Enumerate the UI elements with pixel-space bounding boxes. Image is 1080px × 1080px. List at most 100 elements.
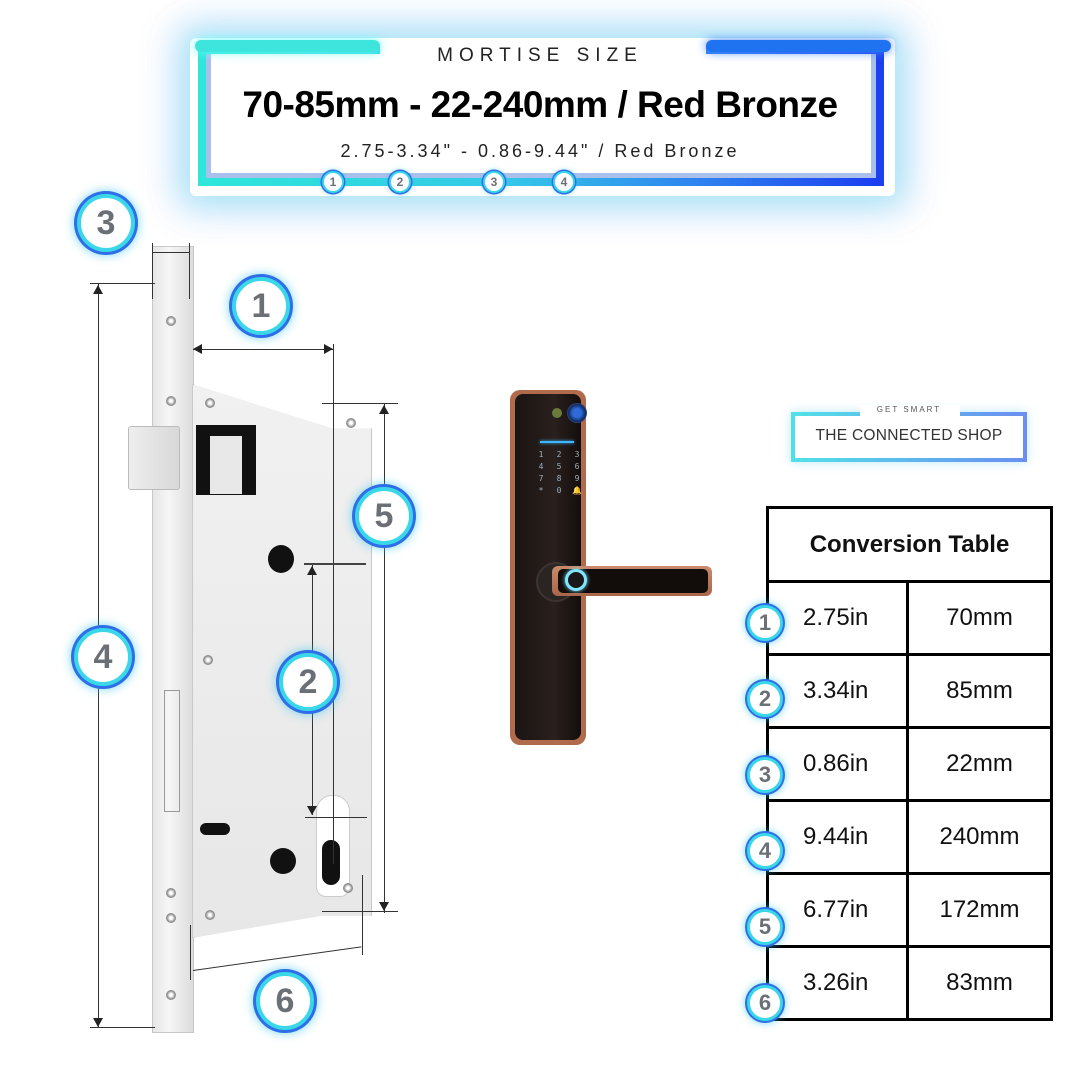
dim6-ext-right (362, 875, 363, 955)
dim4-ext-bottom (90, 1027, 155, 1028)
key: 7 (538, 474, 544, 483)
fingerprint-sensor-icon (565, 569, 587, 591)
key: 0 (556, 486, 562, 495)
dim3-ext-right (189, 243, 190, 299)
dim2-ext-top (304, 563, 366, 565)
arrow-down-icon (379, 902, 389, 911)
page-subtitle: 2.75-3.34" - 0.86-9.44" / Red Bronze (340, 141, 740, 161)
arrow-up-icon (307, 566, 317, 575)
dim5-ext-bottom (322, 911, 398, 912)
table-row: 6.77in 172mm (766, 872, 1053, 948)
camera-icon (567, 403, 587, 423)
header-frame-gap (380, 40, 706, 62)
logo-text: THE CONNECTED SHOP (815, 427, 1003, 444)
header-badge-1: 1 (322, 171, 344, 193)
header-badge-3: 3 (483, 171, 505, 193)
header-badge-2: 2 (389, 171, 411, 193)
latch-mechanism (210, 436, 242, 494)
conversion-table: Conversion Table 2.75in 70mm 3.34in 85mm… (766, 506, 1053, 1021)
arrow-down-icon (93, 1018, 103, 1027)
slot (200, 823, 230, 835)
arrow-left-icon (193, 344, 202, 354)
row-badge-5: 5 (747, 909, 783, 945)
row-badge-2: 2 (747, 681, 783, 717)
key: * (538, 486, 544, 495)
callout-6: 6 (256, 972, 314, 1030)
sensor-icon (552, 408, 562, 418)
inches-cell: 3.26in (766, 945, 909, 1021)
key: 5 (556, 462, 562, 471)
header-kicker: MORTISE SIZE (437, 45, 643, 66)
inches-cell: 2.75in (766, 580, 909, 656)
mm-cell: 22mm (906, 726, 1053, 802)
arrow-up-icon (93, 285, 103, 294)
table-row: 0.86in 22mm (766, 726, 1053, 802)
dim1-line (193, 349, 333, 350)
header-cap-left (195, 40, 380, 52)
logo-kicker: GET SMART (876, 405, 942, 414)
arrow-down-icon (307, 806, 317, 815)
arrow-right-icon (324, 344, 333, 354)
arrow-up-icon (379, 405, 389, 414)
key: 9 (574, 474, 580, 483)
header-inner-frame (206, 54, 876, 178)
page-title: 70-85mm - 22-240mm / Red Bronze (242, 84, 838, 125)
key: 4 (538, 462, 544, 471)
callout-4: 4 (74, 628, 132, 686)
screw-icon (166, 396, 176, 406)
callout-5: 5 (355, 487, 413, 545)
logo-frame (791, 412, 1027, 462)
row-badge-6: 6 (747, 985, 783, 1021)
mm-cell: 70mm (906, 580, 1053, 656)
mm-cell: 172mm (906, 872, 1053, 948)
dim3-ext-left (152, 243, 153, 299)
dim1-ext-right (333, 344, 334, 864)
follower-hole (270, 848, 296, 874)
screw-icon (205, 398, 215, 408)
dim5-line (384, 403, 385, 913)
dim4-ext-top (90, 283, 155, 284)
key: 6 (574, 462, 580, 471)
screw-icon (166, 990, 176, 1000)
dim2-ext-bottom (305, 817, 367, 818)
key: 2 (556, 450, 562, 459)
row-badge-4: 4 (747, 833, 783, 869)
inches-cell: 9.44in (766, 799, 909, 875)
screw-icon (166, 316, 176, 326)
screw-icon (166, 888, 176, 898)
latch-bolt (128, 426, 180, 490)
header-cap-right (706, 40, 891, 52)
key: 3 (574, 450, 580, 459)
table-title: Conversion Table (766, 506, 1053, 583)
header-badge-4: 4 (553, 171, 575, 193)
table-header-row: Conversion Table (766, 506, 1053, 583)
screw-icon (343, 883, 353, 893)
dim5-ext-top (322, 403, 398, 404)
screw-icon (203, 655, 213, 665)
callout-3: 3 (77, 194, 135, 252)
logo-frame-gap (860, 405, 960, 417)
key: 8 (556, 474, 562, 483)
screw-icon (205, 910, 215, 920)
row-badge-3: 3 (747, 757, 783, 793)
key: 1 (538, 450, 544, 459)
cylinder-hole (322, 840, 340, 885)
spindle-hole (268, 545, 294, 573)
bell-icon: 🔔 (572, 486, 582, 495)
dim6-line (192, 946, 362, 971)
mm-cell: 83mm (906, 945, 1053, 1021)
screw-icon (346, 418, 356, 428)
deadbolt-slot (164, 690, 180, 812)
callout-2: 2 (279, 653, 337, 711)
screw-icon (166, 913, 176, 923)
row-badge-1: 1 (747, 605, 783, 641)
mm-cell: 85mm (906, 653, 1053, 729)
led-bar (540, 441, 574, 443)
table-row: 2.75in 70mm (766, 580, 1053, 656)
table-row: 3.26in 83mm (766, 945, 1053, 1021)
table-row: 3.34in 85mm (766, 653, 1053, 729)
inches-cell: 0.86in (766, 726, 909, 802)
inches-cell: 6.77in (766, 872, 909, 948)
dim6-ext-left (190, 925, 191, 980)
inches-cell: 3.34in (766, 653, 909, 729)
